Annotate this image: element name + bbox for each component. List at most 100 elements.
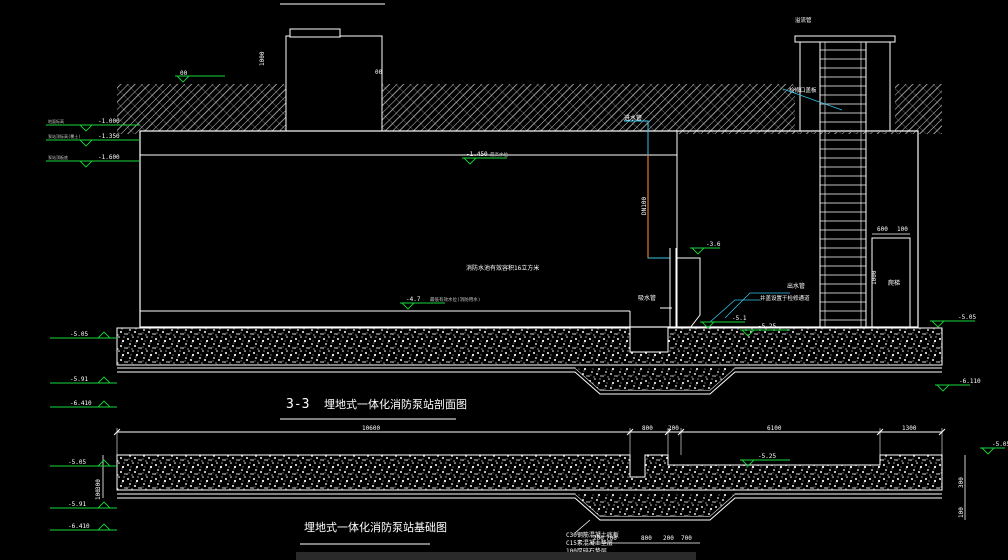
left-level: -1.350 泵站顶标高(覆土) (46, 133, 140, 147)
level-marker: -3.6 (690, 241, 721, 255)
dim-6100: 6100 (767, 425, 782, 432)
status-strip (296, 552, 696, 560)
level-value: -6.110 (959, 378, 981, 385)
dn-label: DN100 (641, 197, 648, 215)
level-value: -5.25 (758, 453, 776, 460)
plan-dim-ticks (113, 428, 946, 455)
level-triangle (690, 247, 706, 255)
level-triangle (96, 459, 112, 467)
dim-bot-200b: 200 (663, 535, 674, 542)
level-value: -1.350 (98, 133, 120, 140)
inlet-label: 进水管 (624, 114, 642, 122)
concrete-note-3: 100厚碎石垫层 (566, 547, 607, 555)
dim-right-300: 300 (958, 477, 965, 488)
level-value: -1.450 (466, 151, 488, 158)
level-triangle (96, 400, 112, 408)
left-base-level: -5.05 (50, 331, 117, 339)
level-triangle (740, 329, 756, 337)
section-title: 埋地式一体化消防泵站剖面图 (324, 397, 467, 411)
plan-slab (116, 454, 943, 491)
roof-access-box (285, 35, 383, 133)
level-value: -3.6 (706, 241, 721, 248)
dim-bot-800: 800 (641, 535, 652, 542)
level-marker: -5.1 (700, 315, 747, 329)
concrete-leader (574, 519, 591, 534)
level-value: -5.05 (70, 331, 88, 338)
level-triangle (980, 447, 996, 455)
pump-note-leader (709, 299, 760, 323)
level-triangle (96, 523, 112, 531)
plan-title: 埋地式一体化消防泵站基础图 (304, 520, 447, 534)
level-triangle (78, 160, 94, 168)
plan-view: 10600 800 200 6100 1300 300 100 300 100 … (50, 425, 1008, 560)
base-line-2 (117, 371, 942, 395)
level-note: 最低有效水位(消防用水) (430, 296, 480, 303)
plan-base-1 (117, 493, 942, 517)
level-triangle (96, 376, 112, 384)
dim-side-100: 100 (95, 489, 102, 500)
foundation-slab (116, 327, 943, 366)
dim-800a: 800 (642, 425, 653, 432)
level-value: -1.000 (98, 118, 120, 125)
level-marker: -5.25 (740, 323, 790, 337)
level-value: -5.05 (68, 459, 86, 466)
roof-vent (289, 28, 341, 38)
level-marker: -5.05 (930, 314, 976, 328)
level-marker: -4.7 最低有效水位(消防用水) (400, 296, 480, 310)
section-levels: 00-1.000地面标高-1.350泵站顶标高(覆土)-1.600泵站顶板底-1… (46, 69, 981, 408)
plan-sump-fill (575, 494, 735, 516)
level-value: -6.410 (68, 523, 90, 530)
level-marker: 00 (175, 69, 383, 83)
level-value: -5.91 (70, 376, 88, 383)
level-triangle (175, 75, 191, 83)
left-base-level: -6.410 (50, 400, 117, 408)
plan-left-level: -5.91 (50, 501, 117, 509)
level-value: -5.05 (992, 441, 1008, 448)
inlet-pipe (624, 120, 670, 259)
section-view: 3-3 埋地式一体化消防泵站剖面图 00 1000 消防水池有效容积16立方米 … (46, 3, 981, 420)
plan-base-2 (117, 497, 942, 521)
dim-side-300: 300 (95, 479, 102, 490)
level-triangle (78, 139, 94, 147)
pump-note: 井盖设置于检修通道 (760, 294, 810, 302)
level-triangle (935, 384, 951, 392)
dim-overall: 10600 (362, 425, 380, 432)
manhole-label: 检修口盖板 (789, 86, 817, 94)
level-value: -5.05 (958, 314, 976, 321)
roof-slab-gap (140, 131, 677, 136)
tank-label: 消防水池有效容积16立方米 (466, 264, 539, 272)
level-triangle (740, 459, 756, 467)
level-value: -4.7 (406, 296, 421, 303)
level-value: -5.1 (732, 315, 747, 322)
level-note: 泵站顶板底 (48, 154, 68, 160)
level-triangle (700, 321, 716, 329)
level-note: 泵站顶标高(覆土) (48, 133, 81, 139)
roof-dim: 1000 (259, 51, 266, 66)
level-note: 最高水位 (490, 151, 508, 158)
suction-label: 吸水管 (638, 294, 656, 302)
level-triangle (930, 320, 946, 328)
dim-1300: 1300 (902, 425, 917, 432)
level-marker: -6.110 (935, 378, 981, 392)
dim-bot-700: 700 (606, 535, 617, 542)
level-value: -5.91 (68, 501, 86, 508)
plan-left-level: -6.410 (50, 523, 117, 531)
suction-pipe (676, 257, 701, 329)
concrete-note-1: C30钢筋混凝土底板 (566, 531, 619, 539)
plan-levels: -5.05 -5.91 -6.410 -5.25 -5.05 (50, 441, 1008, 531)
tank-outline (139, 130, 919, 328)
level-triangle (96, 331, 112, 339)
level-value: -1.600 (98, 154, 120, 161)
dim-1000: 1000 (871, 270, 878, 285)
level-triangle (400, 302, 416, 310)
level-triangle (96, 501, 112, 509)
left-level: -1.600 泵站顶板底 (46, 154, 140, 168)
overflow-label: 溢流管 (795, 16, 812, 24)
dim-600: 600 (877, 226, 888, 233)
plan-left-level: -5.05 (50, 459, 117, 467)
base-sump-fill (575, 368, 735, 390)
level-marker: -5.25 (740, 453, 790, 467)
